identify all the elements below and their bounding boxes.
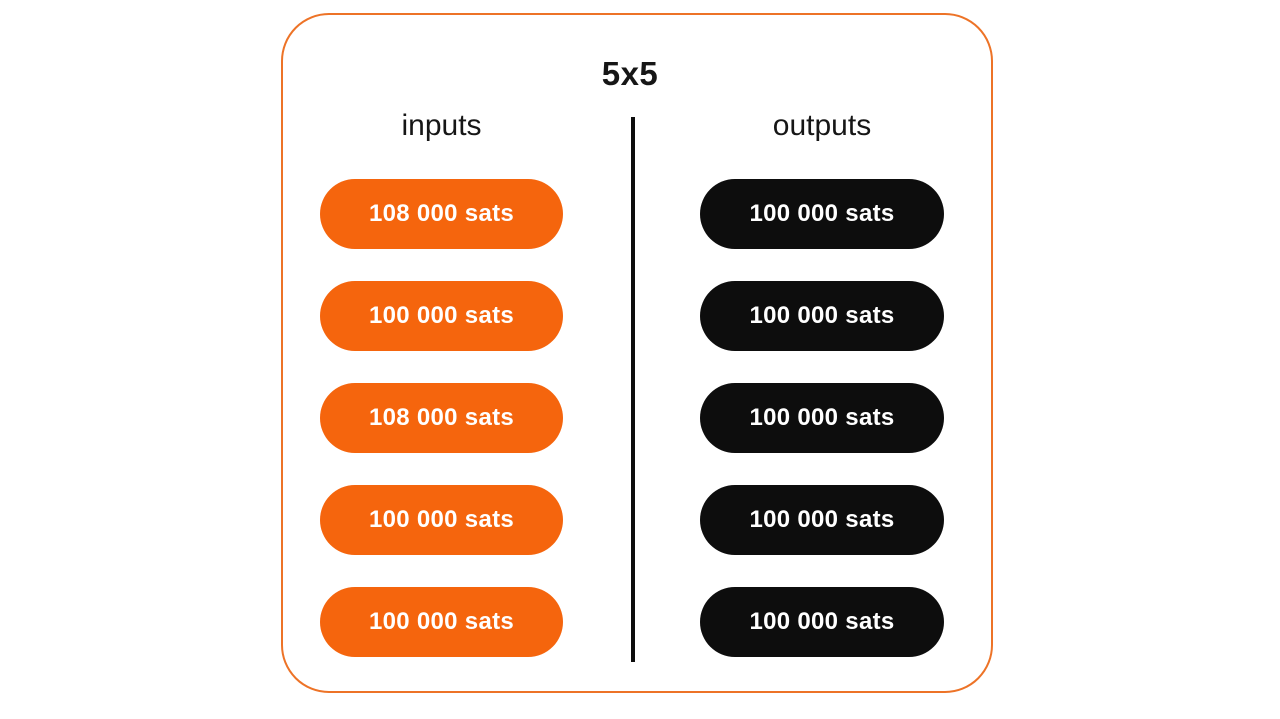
column-divider: [631, 117, 635, 662]
outputs-column: outputs 100 000 sats 100 000 sats 100 00…: [700, 105, 944, 657]
outputs-label: outputs: [772, 109, 872, 142]
inputs-label: inputs: [401, 109, 482, 142]
input-pill: 100 000 sats: [320, 485, 563, 555]
input-pill: 108 000 sats: [320, 179, 563, 249]
diagram-title: 5x5: [601, 55, 659, 92]
inputs-column: inputs 108 000 sats 100 000 sats 108 000…: [320, 105, 563, 657]
transaction-frame: 5x5 inputs 108 000 sats 100 000 sats 108…: [281, 13, 993, 693]
output-pill: 100 000 sats: [700, 383, 944, 453]
input-pill: 100 000 sats: [320, 281, 563, 351]
input-pill: 100 000 sats: [320, 587, 563, 657]
output-pill: 100 000 sats: [700, 587, 944, 657]
output-pill: 100 000 sats: [700, 485, 944, 555]
input-pill: 108 000 sats: [320, 383, 563, 453]
output-pill: 100 000 sats: [700, 179, 944, 249]
output-pill: 100 000 sats: [700, 281, 944, 351]
